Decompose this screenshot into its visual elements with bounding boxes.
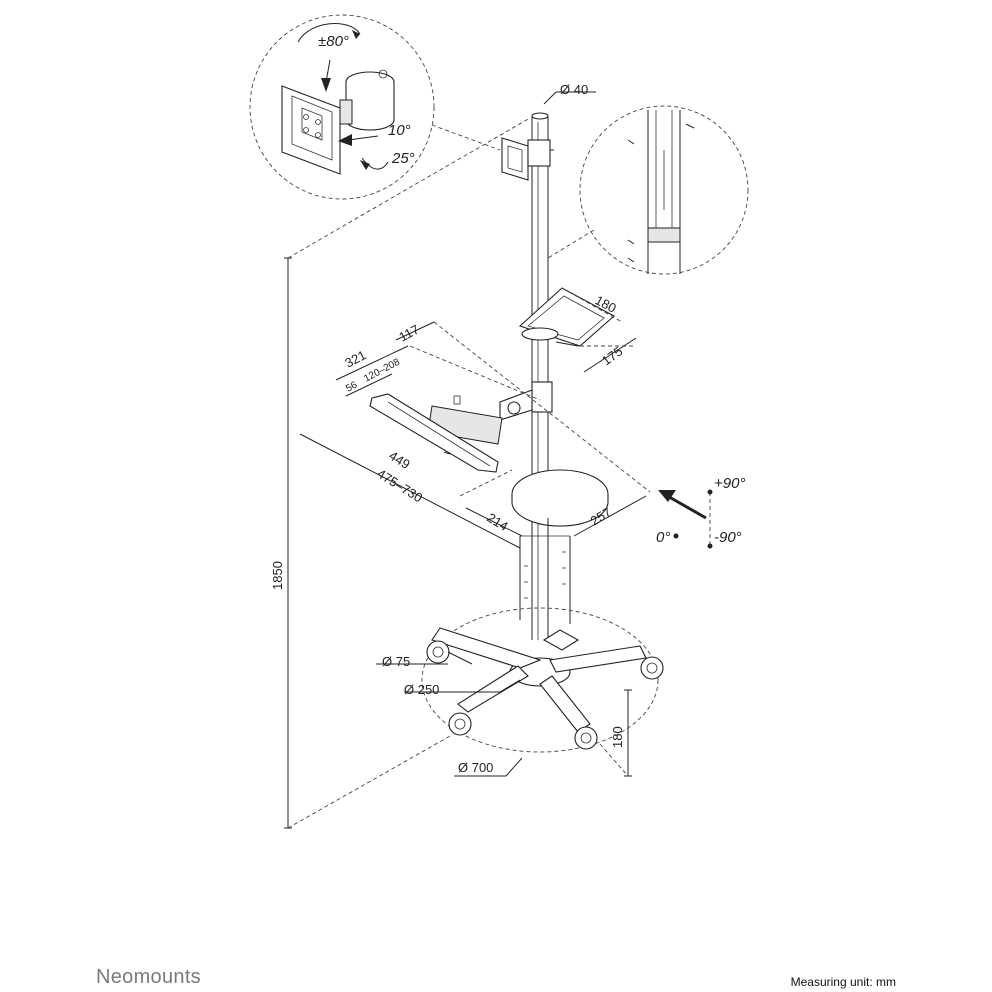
- main-pole: [531, 112, 549, 640]
- arm-offset-label: 117: [396, 322, 421, 345]
- tray-depth-label: 321: [342, 347, 368, 370]
- dimension-lines: [284, 91, 713, 829]
- seat: [511, 469, 609, 624]
- tilt-down-label: 25°: [391, 150, 415, 167]
- hub-diameter-label: Ø 250: [404, 682, 439, 697]
- brand-logo: Neomounts: [96, 966, 201, 988]
- height-range-label: 120–208: [362, 356, 402, 384]
- tilt-up-label: 10°: [388, 122, 411, 139]
- pole-diameter-label: Ø 40: [560, 82, 588, 97]
- minus-90-label: -90°: [714, 529, 742, 546]
- tray-width-label: 449: [386, 448, 412, 472]
- seat-offset-label: 214: [484, 510, 510, 534]
- base-diameter-label: Ø 700: [458, 760, 493, 775]
- top-shelf: [518, 287, 615, 347]
- base-height-label: 180: [610, 726, 625, 748]
- rotation-label: ±80°: [318, 33, 349, 50]
- measuring-unit-note: Measuring unit: mm: [790, 975, 896, 989]
- dimension-labels: Ø 40 180 175 117 321 56 120–208 449 475–…: [270, 82, 745, 775]
- detail-callout-pole-joint: [547, 105, 749, 275]
- monitor-mount-head: [501, 137, 554, 181]
- mouse-pad-label: 56: [344, 380, 359, 395]
- caster-base: [421, 607, 664, 753]
- plus-90-label: +90°: [714, 475, 745, 492]
- tray-extension-label: 475–730: [374, 466, 425, 506]
- zero-label: 0°: [656, 529, 670, 546]
- caster-diameter-label: Ø 75: [382, 654, 410, 669]
- keyboard-tray: [369, 381, 553, 473]
- total-height-label: 1850: [270, 561, 285, 590]
- detail-callout-vesa-head: ±80° 10° 25°: [249, 14, 501, 200]
